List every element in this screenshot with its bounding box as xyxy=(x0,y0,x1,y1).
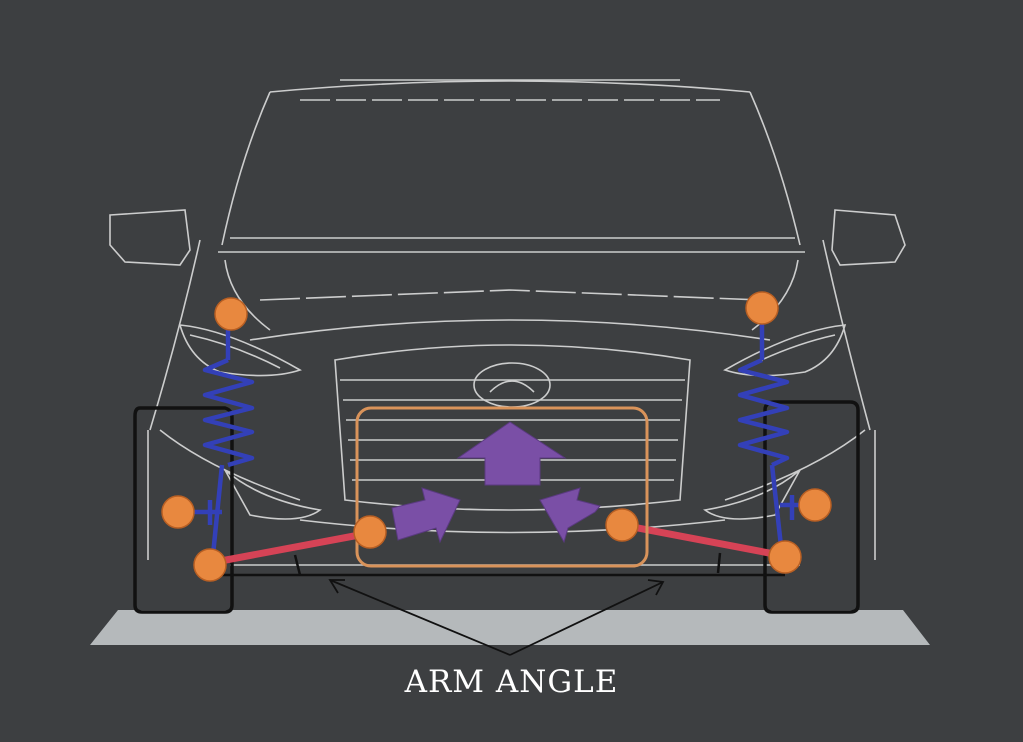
right-lower-arm xyxy=(618,521,789,560)
ground-plane xyxy=(90,610,930,645)
left-knuckle-joint xyxy=(161,495,195,529)
left-spring xyxy=(178,318,255,566)
left-inner-arm-joint xyxy=(353,515,387,549)
left-upper-mount-joint xyxy=(214,297,248,331)
arm-angle-caption: ARM ANGLE xyxy=(404,664,619,700)
right-headlight xyxy=(723,324,847,377)
right-tire xyxy=(763,400,860,614)
left-lower-arm xyxy=(206,529,374,567)
pointer-arrows xyxy=(328,579,665,656)
left-mirror xyxy=(109,209,191,266)
force-arrows xyxy=(391,421,601,544)
right-inner-arm-joint xyxy=(605,508,639,542)
car-outline xyxy=(109,79,906,566)
up-force-arrow xyxy=(456,421,567,486)
left-force-arrow xyxy=(391,487,461,544)
right-upper-mount-joint xyxy=(745,291,779,325)
right-force-arrow xyxy=(539,487,601,544)
left-ball-joint xyxy=(193,548,227,582)
reference-lines xyxy=(210,552,785,577)
right-knuckle-joint xyxy=(798,488,832,522)
lower-arms xyxy=(206,521,789,567)
pivot-joints xyxy=(161,291,832,582)
highlight-box xyxy=(355,406,649,568)
right-mirror xyxy=(831,209,906,266)
right-ball-joint xyxy=(768,540,802,574)
right-spring xyxy=(737,322,815,556)
